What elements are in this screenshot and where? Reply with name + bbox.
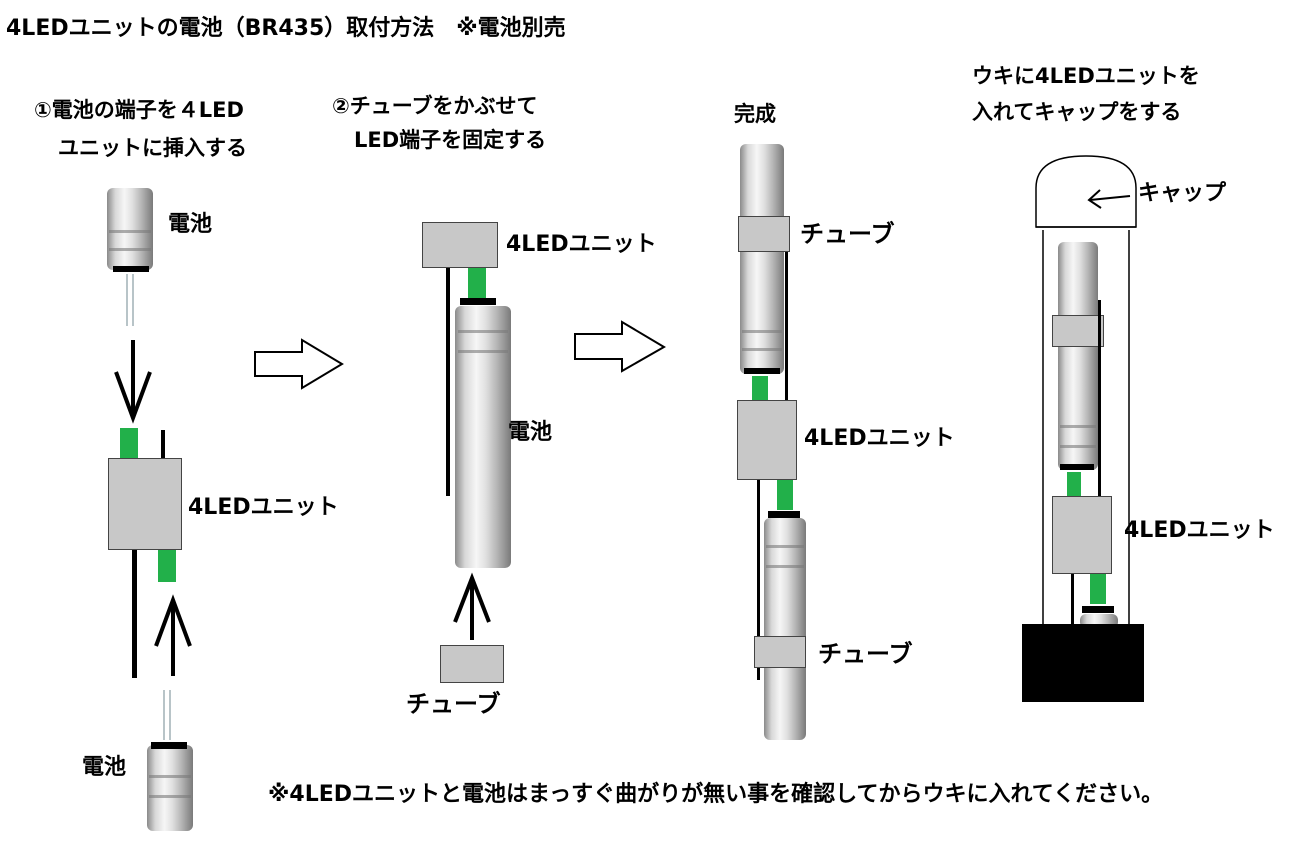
battery-label-bottom: 電池 bbox=[82, 755, 127, 780]
led-unit-label: 4LEDユニット bbox=[804, 426, 955, 451]
step1-heading-line1: ①電池の端子を４LED bbox=[34, 98, 244, 122]
led-unit bbox=[108, 458, 182, 550]
battery-ring bbox=[109, 230, 151, 233]
led-terminal-top bbox=[120, 428, 138, 458]
led-terminal bbox=[752, 376, 768, 400]
battery-lower bbox=[764, 518, 806, 740]
battery-ring bbox=[766, 565, 804, 568]
step1-heading-line2: ユニットに挿入する bbox=[58, 136, 247, 160]
led-wire bbox=[161, 430, 165, 460]
battery-lead bbox=[132, 274, 134, 326]
right-arrow-icon bbox=[254, 338, 344, 390]
battery-lead bbox=[163, 690, 165, 740]
tube-label: チューブ bbox=[406, 690, 501, 718]
led-terminal bbox=[777, 480, 793, 510]
down-arrow-icon bbox=[114, 340, 152, 424]
led-unit-label: 4LEDユニット bbox=[188, 495, 339, 520]
led-wire bbox=[446, 268, 450, 496]
battery-ring bbox=[742, 330, 782, 333]
battery-terminal-band bbox=[768, 511, 800, 518]
battery-terminal-band bbox=[113, 266, 149, 272]
battery-terminal-band bbox=[1082, 606, 1114, 613]
battery-ring bbox=[109, 248, 151, 251]
led-terminal bbox=[468, 268, 486, 298]
led-terminal bbox=[1067, 472, 1081, 496]
step4-heading-line1: ウキに4LEDユニットを bbox=[972, 64, 1200, 88]
battery-label-top: 電池 bbox=[168, 212, 213, 237]
battery-upper bbox=[740, 144, 784, 374]
led-unit bbox=[422, 222, 498, 268]
battery-ring bbox=[149, 795, 191, 798]
battery-terminal-band bbox=[460, 298, 496, 305]
led-unit bbox=[737, 400, 797, 480]
up-arrow-icon bbox=[453, 572, 491, 640]
led-unit-label: 4LEDユニット bbox=[506, 232, 657, 257]
cap-label: キャップ bbox=[1138, 181, 1227, 206]
page-title: 4LEDユニットの電池（BR435）取付方法 ※電池別売 bbox=[6, 16, 566, 41]
tube-label-lower: チューブ bbox=[818, 640, 913, 668]
battery-terminal-band bbox=[1060, 464, 1094, 470]
up-arrow-icon bbox=[154, 594, 192, 676]
battery-ring bbox=[458, 330, 508, 333]
battery-lead bbox=[126, 274, 128, 326]
step3-heading: 完成 bbox=[734, 102, 776, 126]
float-weight bbox=[1022, 624, 1144, 702]
battery-label: 電池 bbox=[508, 420, 553, 445]
led-unit-label: 4LEDユニット bbox=[1124, 518, 1275, 543]
right-arrow-icon bbox=[574, 320, 666, 373]
led-terminal bbox=[1090, 574, 1106, 604]
led-wire bbox=[132, 550, 137, 678]
battery-ring bbox=[1060, 445, 1096, 448]
step2-heading-line1: ②チューブをかぶせて bbox=[332, 94, 538, 118]
step4-heading-line2: 入れてキャップをする bbox=[972, 100, 1182, 124]
battery-ring bbox=[742, 348, 782, 351]
battery-bottom bbox=[147, 745, 193, 831]
battery-lead bbox=[169, 690, 171, 740]
battery-ring bbox=[766, 545, 804, 548]
led-wire bbox=[1098, 300, 1101, 500]
step2-heading-line2: LED端子を固定する bbox=[354, 128, 547, 152]
led-wire bbox=[757, 480, 760, 680]
battery-ring bbox=[1060, 425, 1096, 428]
tube-upper bbox=[738, 216, 790, 252]
battery bbox=[455, 306, 511, 568]
tube bbox=[440, 645, 504, 683]
battery-top bbox=[107, 188, 153, 270]
led-wire bbox=[785, 250, 788, 400]
battery-terminal-band bbox=[151, 742, 187, 749]
tube-label-upper: チューブ bbox=[800, 220, 895, 248]
led-terminal-bottom bbox=[158, 550, 176, 582]
battery-ring bbox=[458, 350, 508, 353]
tube-lower bbox=[754, 636, 806, 668]
tube bbox=[1052, 315, 1104, 347]
led-unit bbox=[1052, 496, 1112, 574]
bottom-note: ※4LEDユニットと電池はまっすぐ曲がりが無い事を確認してからウキに入れてくださ… bbox=[268, 782, 1164, 807]
battery-ring bbox=[149, 775, 191, 778]
battery-upper bbox=[1058, 242, 1098, 470]
led-wire bbox=[1071, 574, 1074, 626]
battery-terminal-band bbox=[744, 368, 780, 374]
